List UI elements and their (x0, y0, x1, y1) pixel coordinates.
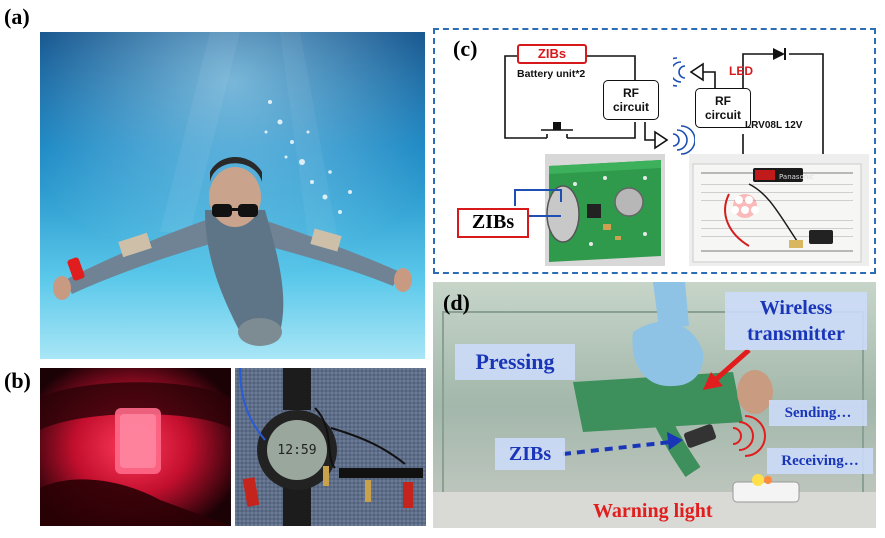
panel-label-d: (d) (443, 290, 470, 315)
swimmer-illustration (40, 32, 425, 359)
pcb-illustration (545, 154, 665, 266)
pressing-label: Pressing (455, 344, 575, 380)
rf-circuit-transmitter: RF circuit (603, 80, 659, 120)
panel-label-c: (c) (453, 36, 478, 61)
warning-light-label: Warning light (593, 500, 713, 522)
zibs-box-schematic: ZIBs (517, 44, 587, 64)
receiving-label: Receiving… (767, 448, 873, 474)
receiver-schematic (673, 48, 824, 160)
rf-circuit-receiver: RF circuit (695, 88, 751, 128)
photo-breadboard: Panasonic (689, 154, 869, 266)
photo-rf-pcb (545, 154, 665, 266)
panel-label-b: (b) (4, 368, 31, 393)
battery-brand: Panasonic (779, 173, 814, 181)
sending-label: Sending… (769, 400, 867, 426)
armband-illustration (40, 368, 231, 526)
zibs-box-photo: ZIBs (457, 208, 529, 238)
circuit-panel: (c) ZIBs Battery unit*2 RF circu (433, 28, 876, 274)
battery-unit-label: Battery unit*2 (517, 68, 586, 80)
zibs-scene-label: ZIBs (495, 438, 565, 470)
breadboard-illustration: Panasonic (689, 154, 869, 266)
panel-label-a: (a) (4, 4, 30, 29)
photo-watch-electrodes: 12:59 (235, 368, 426, 526)
zibs-wires (514, 189, 562, 217)
led-label: LED (729, 64, 753, 78)
wireless-transmitter-label: Wireless transmitter (725, 292, 867, 350)
battery-model-label: LRV08L 12V (745, 120, 803, 131)
photo-swimmer-underwater (40, 32, 425, 359)
photo-glowing-armband (40, 368, 231, 526)
watch-reading: 12:59 (277, 443, 316, 458)
watch-illustration: 12:59 (235, 368, 426, 526)
photo-tank-scene: (d) Wireless transmitter Pressing Sendin… (433, 282, 876, 528)
